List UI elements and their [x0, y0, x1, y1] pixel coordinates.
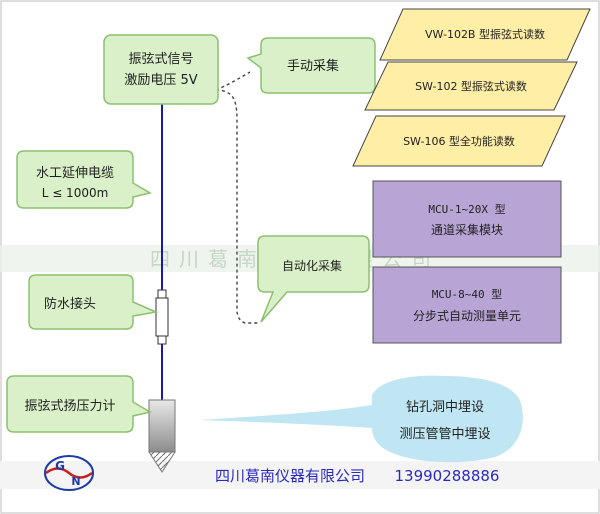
install-line1: 钻孔洞中埋设 — [406, 400, 484, 415]
install-line2: 测压管管中埋设 — [399, 427, 490, 442]
company-logo: G N — [44, 455, 94, 491]
sensor-label: 振弦式扬压力计 — [24, 398, 115, 414]
module-1-line2: 通道采集模块 — [431, 222, 503, 237]
auto-callout: 自动化采集 — [257, 235, 370, 323]
signal-line2: 激励电压 5V — [124, 73, 197, 88]
pressure-sensor — [148, 399, 176, 473]
waterproof-connector — [155, 289, 169, 345]
brace-branch-manual — [215, 71, 251, 91]
module-2-line1: MCU-8~40 型 — [432, 287, 503, 301]
reader-vw102b: VW-102B 型振弦式读数 — [379, 8, 591, 61]
logo-letter-n: N — [71, 475, 80, 488]
footer-band — [0, 461, 600, 489]
auto-label: 自动化采集 — [282, 258, 342, 273]
module-2-line2: 分步式自动测量单元 — [413, 309, 521, 323]
install-cloud: 钻孔洞中埋设 测压管管中埋设 — [200, 375, 523, 463]
reader-sw102: SW-102 型振弦式读数 — [364, 61, 578, 111]
sensor-callout: 振弦式扬压力计 — [6, 375, 152, 433]
manual-label: 手动采集 — [287, 58, 339, 74]
footer-company: 四川葛南仪器有限公司 — [215, 467, 365, 485]
module-1-line1: MCU-1~20X 型 — [428, 202, 505, 216]
manual-callout: 手动采集 — [246, 37, 376, 94]
footer-phone: 13990288886 — [395, 467, 500, 485]
module-mcu-1-20x: MCU-1~20X 型 通道采集模块 — [372, 180, 562, 258]
reader-label-2: SW-102 型振弦式读数 — [415, 79, 527, 93]
reader-label-1: VW-102B 型振弦式读数 — [425, 27, 545, 41]
module-mcu-8-40: MCU-8~40 型 分步式自动测量单元 — [372, 266, 562, 344]
reader-sw106: SW-106 型全功能读数 — [352, 115, 566, 167]
logo-letter-g: G — [55, 459, 65, 473]
cable-line2: L ≤ 1000m — [42, 186, 109, 200]
connector-label: 防水接头 — [44, 296, 96, 312]
signal-line1: 振弦式信号 — [128, 51, 193, 67]
connection-brace — [215, 89, 258, 324]
cable-callout: 水工延伸电缆 L ≤ 1000m — [16, 150, 152, 209]
signal-callout: 振弦式信号 激励电压 5V — [103, 34, 219, 105]
cable-line1: 水工延伸电缆 — [36, 165, 114, 181]
reader-label-3: SW-106 型全功能读数 — [403, 134, 515, 148]
connector-callout: 防水接头 — [28, 274, 159, 330]
